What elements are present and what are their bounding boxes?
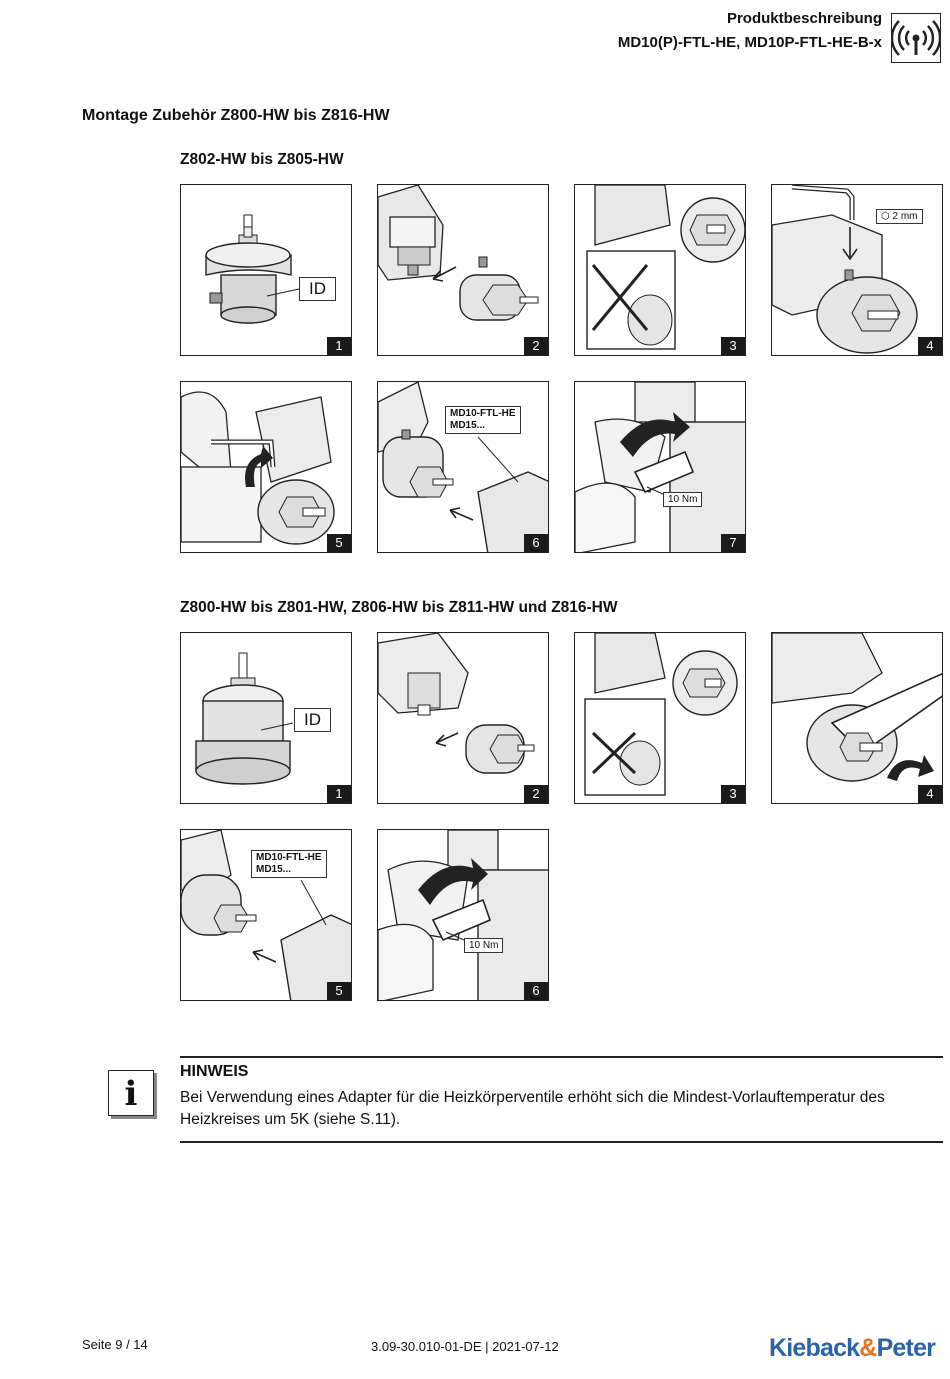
step-a2-panel: 2 [377, 184, 549, 356]
torque-label: 10 Nm [464, 938, 504, 953]
step-number: 2 [524, 785, 548, 803]
actuator-mount-illustration [378, 382, 548, 552]
step-number: 1 [327, 337, 351, 355]
step-number: 3 [721, 785, 745, 803]
step-a7-panel: 10 Nm 7 [574, 381, 746, 553]
note-top-rule [180, 1056, 943, 1058]
hex-icon: ⬡ [881, 211, 890, 222]
group-b-title: Z800-HW bis Z801-HW, Z806-HW bis Z811-HW… [180, 599, 618, 616]
step-b4-panel: 4 [771, 632, 943, 804]
step-a1-panel: ID 1 [180, 184, 352, 356]
step-b6-panel: 10 Nm 6 [377, 829, 549, 1001]
header-title: Produktbeschreibung [726, 10, 882, 27]
info-icon: i [108, 1070, 154, 1116]
step-b5-panel: MD10-FTL-HE MD15... 5 [180, 829, 352, 1001]
step-number: 7 [721, 534, 745, 552]
adapter-illustration [195, 652, 294, 785]
step-a3-panel: 3 [574, 184, 746, 356]
step-number: 5 [327, 534, 351, 552]
torque-label: 10 Nm [663, 492, 703, 507]
note-text: Bei Verwendung eines Adapter für die Hei… [180, 1089, 885, 1128]
torque-wrench-illustration [378, 830, 548, 1000]
group-a-title: Z802-HW bis Z805-HW [180, 151, 344, 168]
company-logo: Kieback&Peter [769, 1334, 936, 1363]
valve-illustration [378, 185, 539, 321]
wrench-illustration [772, 633, 942, 782]
model-label-line2: MD15... [450, 420, 486, 431]
hex-key-illustration [772, 185, 918, 354]
hex-size-label: ⬡ 2 mm [876, 209, 923, 224]
step-number: 5 [327, 982, 351, 1000]
step-a4-panel: ⬡ 2 mm 4 [771, 184, 943, 356]
step-number: 6 [524, 982, 548, 1000]
logo-part2: Peter [876, 1334, 936, 1362]
step-number: 6 [524, 534, 548, 552]
radio-signal-icon [890, 13, 942, 63]
step-a5-panel: 5 [180, 381, 352, 553]
valve-incorrect-illustration [584, 633, 738, 796]
step-number: 2 [524, 337, 548, 355]
hex-size-text: 2 mm [892, 211, 918, 222]
step-number: 1 [327, 785, 351, 803]
step-number: 4 [918, 337, 942, 355]
valve-illustration [378, 633, 535, 774]
step-b2-panel: 2 [377, 632, 549, 804]
valve-incorrect-illustration [586, 185, 745, 350]
tighten-screw-illustration [181, 391, 335, 545]
logo-part1: Kieback [769, 1334, 860, 1362]
id-label: ID [294, 708, 331, 732]
logo-ampersand: & [859, 1334, 877, 1362]
actuator-mount-illustration [181, 830, 351, 1000]
model-label-line2: MD15... [256, 864, 292, 875]
model-label: MD10-FTL-HE MD15... [445, 406, 521, 434]
page-number: Seite 9 / 14 [82, 1337, 148, 1352]
step-a6-panel: MD10-FTL-HE MD15... 6 [377, 381, 549, 553]
step-b1-panel: ID 1 [180, 632, 352, 804]
adapter-illustration [205, 214, 300, 324]
step-number: 4 [918, 785, 942, 803]
model-label-line1: MD10-FTL-HE [256, 852, 322, 863]
model-label: MD10-FTL-HE MD15... [251, 850, 327, 878]
step-b3-panel: 3 [574, 632, 746, 804]
document-id: 3.09-30.010-01-DE | 2021-07-12 [371, 1339, 559, 1354]
section-title: Montage Zubehör Z800-HW bis Z816-HW [82, 107, 390, 124]
note-title: HINWEIS [180, 1063, 249, 1080]
step-number: 3 [721, 337, 745, 355]
header-model: MD10(P)-FTL-HE, MD10P-FTL-HE-B-x [617, 34, 882, 51]
model-label-line1: MD10-FTL-HE [450, 408, 516, 419]
note-bottom-rule [180, 1141, 943, 1143]
torque-wrench-illustration [575, 382, 745, 552]
id-label: ID [299, 277, 336, 301]
